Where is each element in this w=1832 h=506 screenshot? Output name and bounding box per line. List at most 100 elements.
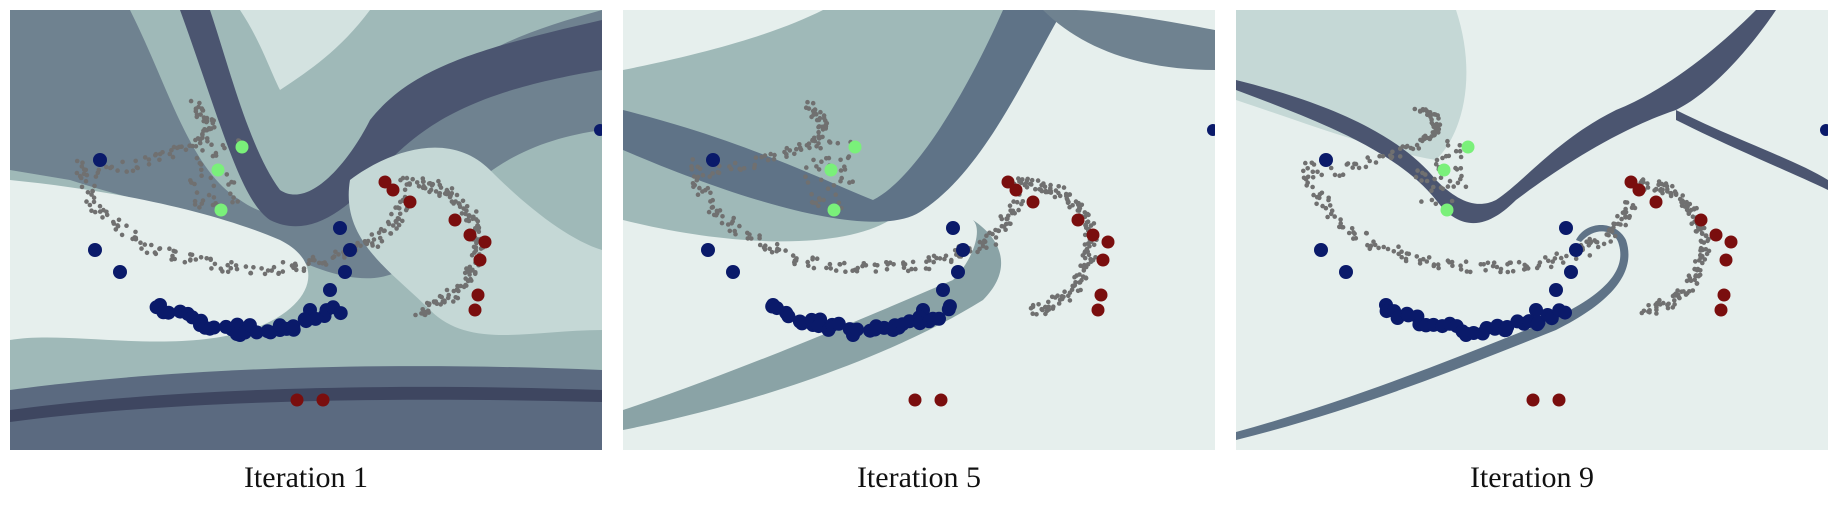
- class-red-point: [290, 393, 304, 407]
- class-green-point: [827, 203, 841, 217]
- unlabeled-point: [471, 244, 477, 250]
- unlabeled-point: [797, 145, 803, 150]
- unlabeled-point: [1703, 233, 1709, 238]
- unlabeled-point: [209, 117, 215, 122]
- unlabeled-point: [732, 160, 738, 166]
- unlabeled-point: [87, 202, 93, 208]
- class-red-point: [471, 288, 485, 302]
- unlabeled-point: [794, 256, 799, 261]
- unlabeled-point: [476, 229, 482, 234]
- light-region-blue: [10, 180, 309, 342]
- unlabeled-point: [1431, 124, 1437, 130]
- unlabeled-point: [769, 249, 775, 255]
- unlabeled-point: [394, 226, 399, 231]
- unlabeled-point: [1006, 221, 1012, 226]
- unlabeled-point: [455, 295, 461, 301]
- unlabeled-point: [765, 157, 771, 163]
- unlabeled-point: [436, 178, 441, 184]
- unlabeled-point: [97, 209, 103, 214]
- unlabeled-point: [1080, 274, 1086, 279]
- unlabeled-point: [1039, 188, 1045, 194]
- unlabeled-point: [814, 164, 819, 169]
- unlabeled-point: [810, 255, 815, 260]
- unlabeled-point: [1397, 154, 1403, 159]
- unlabeled-point: [1445, 184, 1451, 189]
- unlabeled-point: [1066, 199, 1071, 205]
- unlabeled-point: [234, 266, 240, 272]
- class-red-point: [1094, 288, 1108, 302]
- unlabeled-point: [1352, 231, 1357, 237]
- unlabeled-point: [1043, 311, 1048, 317]
- unlabeled-point: [1700, 260, 1705, 266]
- unlabeled-point: [472, 271, 478, 277]
- unlabeled-point: [1660, 190, 1665, 196]
- class-blue-point: [1207, 124, 1215, 136]
- unlabeled-point: [220, 269, 225, 274]
- unlabeled-point: [1061, 185, 1067, 190]
- unlabeled-point: [301, 268, 307, 274]
- unlabeled-point: [79, 184, 85, 190]
- unlabeled-point: [474, 209, 479, 214]
- unlabeled-point: [727, 164, 732, 169]
- class-blue-point: [781, 309, 796, 324]
- data-points: [689, 99, 1215, 407]
- class-red-point: [1632, 183, 1646, 197]
- unlabeled-point: [806, 141, 812, 146]
- unlabeled-point: [1418, 137, 1423, 143]
- unlabeled-point: [1690, 288, 1696, 293]
- unlabeled-point: [1303, 176, 1309, 182]
- unlabeled-point: [1660, 187, 1665, 193]
- unlabeled-point: [732, 228, 737, 234]
- unlabeled-point: [1696, 225, 1701, 231]
- unlabeled-point: [819, 159, 824, 164]
- class-blue-point: [286, 319, 301, 334]
- unlabeled-point: [1080, 253, 1086, 258]
- unlabeled-point: [419, 311, 424, 316]
- unlabeled-point: [1670, 305, 1676, 310]
- unlabeled-point: [818, 109, 823, 115]
- unlabeled-point: [1692, 277, 1697, 283]
- unlabeled-point: [1593, 239, 1599, 245]
- class-red-point: [1086, 228, 1100, 242]
- unlabeled-point: [167, 151, 173, 157]
- unlabeled-point: [691, 184, 696, 190]
- unlabeled-point: [422, 185, 428, 191]
- unlabeled-point: [438, 302, 444, 307]
- contour-line-dark: [1236, 10, 1776, 224]
- plot-panel-iteration-9: [1236, 10, 1828, 450]
- unlabeled-point: [212, 261, 218, 267]
- unlabeled-point: [459, 211, 465, 216]
- unlabeled-point: [376, 230, 382, 235]
- class-red-point: [1649, 195, 1663, 209]
- unlabeled-point: [752, 162, 758, 168]
- unlabeled-point: [1429, 188, 1434, 193]
- unlabeled-point: [1024, 185, 1030, 190]
- unlabeled-point: [108, 165, 113, 171]
- unlabeled-point: [1007, 203, 1013, 208]
- unlabeled-point: [1443, 153, 1449, 159]
- unlabeled-point: [120, 159, 125, 165]
- unlabeled-point: [1485, 260, 1491, 266]
- unlabeled-point: [91, 195, 97, 200]
- unlabeled-point: [1328, 165, 1334, 171]
- class-blue-point: [1319, 153, 1333, 167]
- unlabeled-point: [1061, 294, 1066, 300]
- class-red-point: [378, 175, 392, 189]
- unlabeled-point: [803, 174, 808, 179]
- unlabeled-point: [1645, 181, 1650, 186]
- unlabeled-point: [1445, 258, 1451, 263]
- unlabeled-point: [1694, 281, 1700, 286]
- unlabeled-point: [817, 115, 823, 121]
- unlabeled-point: [97, 203, 103, 209]
- unlabeled-point: [1665, 189, 1670, 194]
- unlabeled-point: [197, 100, 202, 106]
- unlabeled-point: [142, 155, 148, 160]
- unlabeled-point: [269, 268, 275, 273]
- unlabeled-point: [825, 186, 831, 191]
- unlabeled-point: [774, 241, 780, 247]
- unlabeled-point: [1311, 192, 1316, 198]
- unlabeled-point: [810, 100, 816, 106]
- unlabeled-point: [1345, 161, 1351, 166]
- class-blue-point: [1569, 243, 1583, 257]
- unlabeled-point: [790, 253, 796, 258]
